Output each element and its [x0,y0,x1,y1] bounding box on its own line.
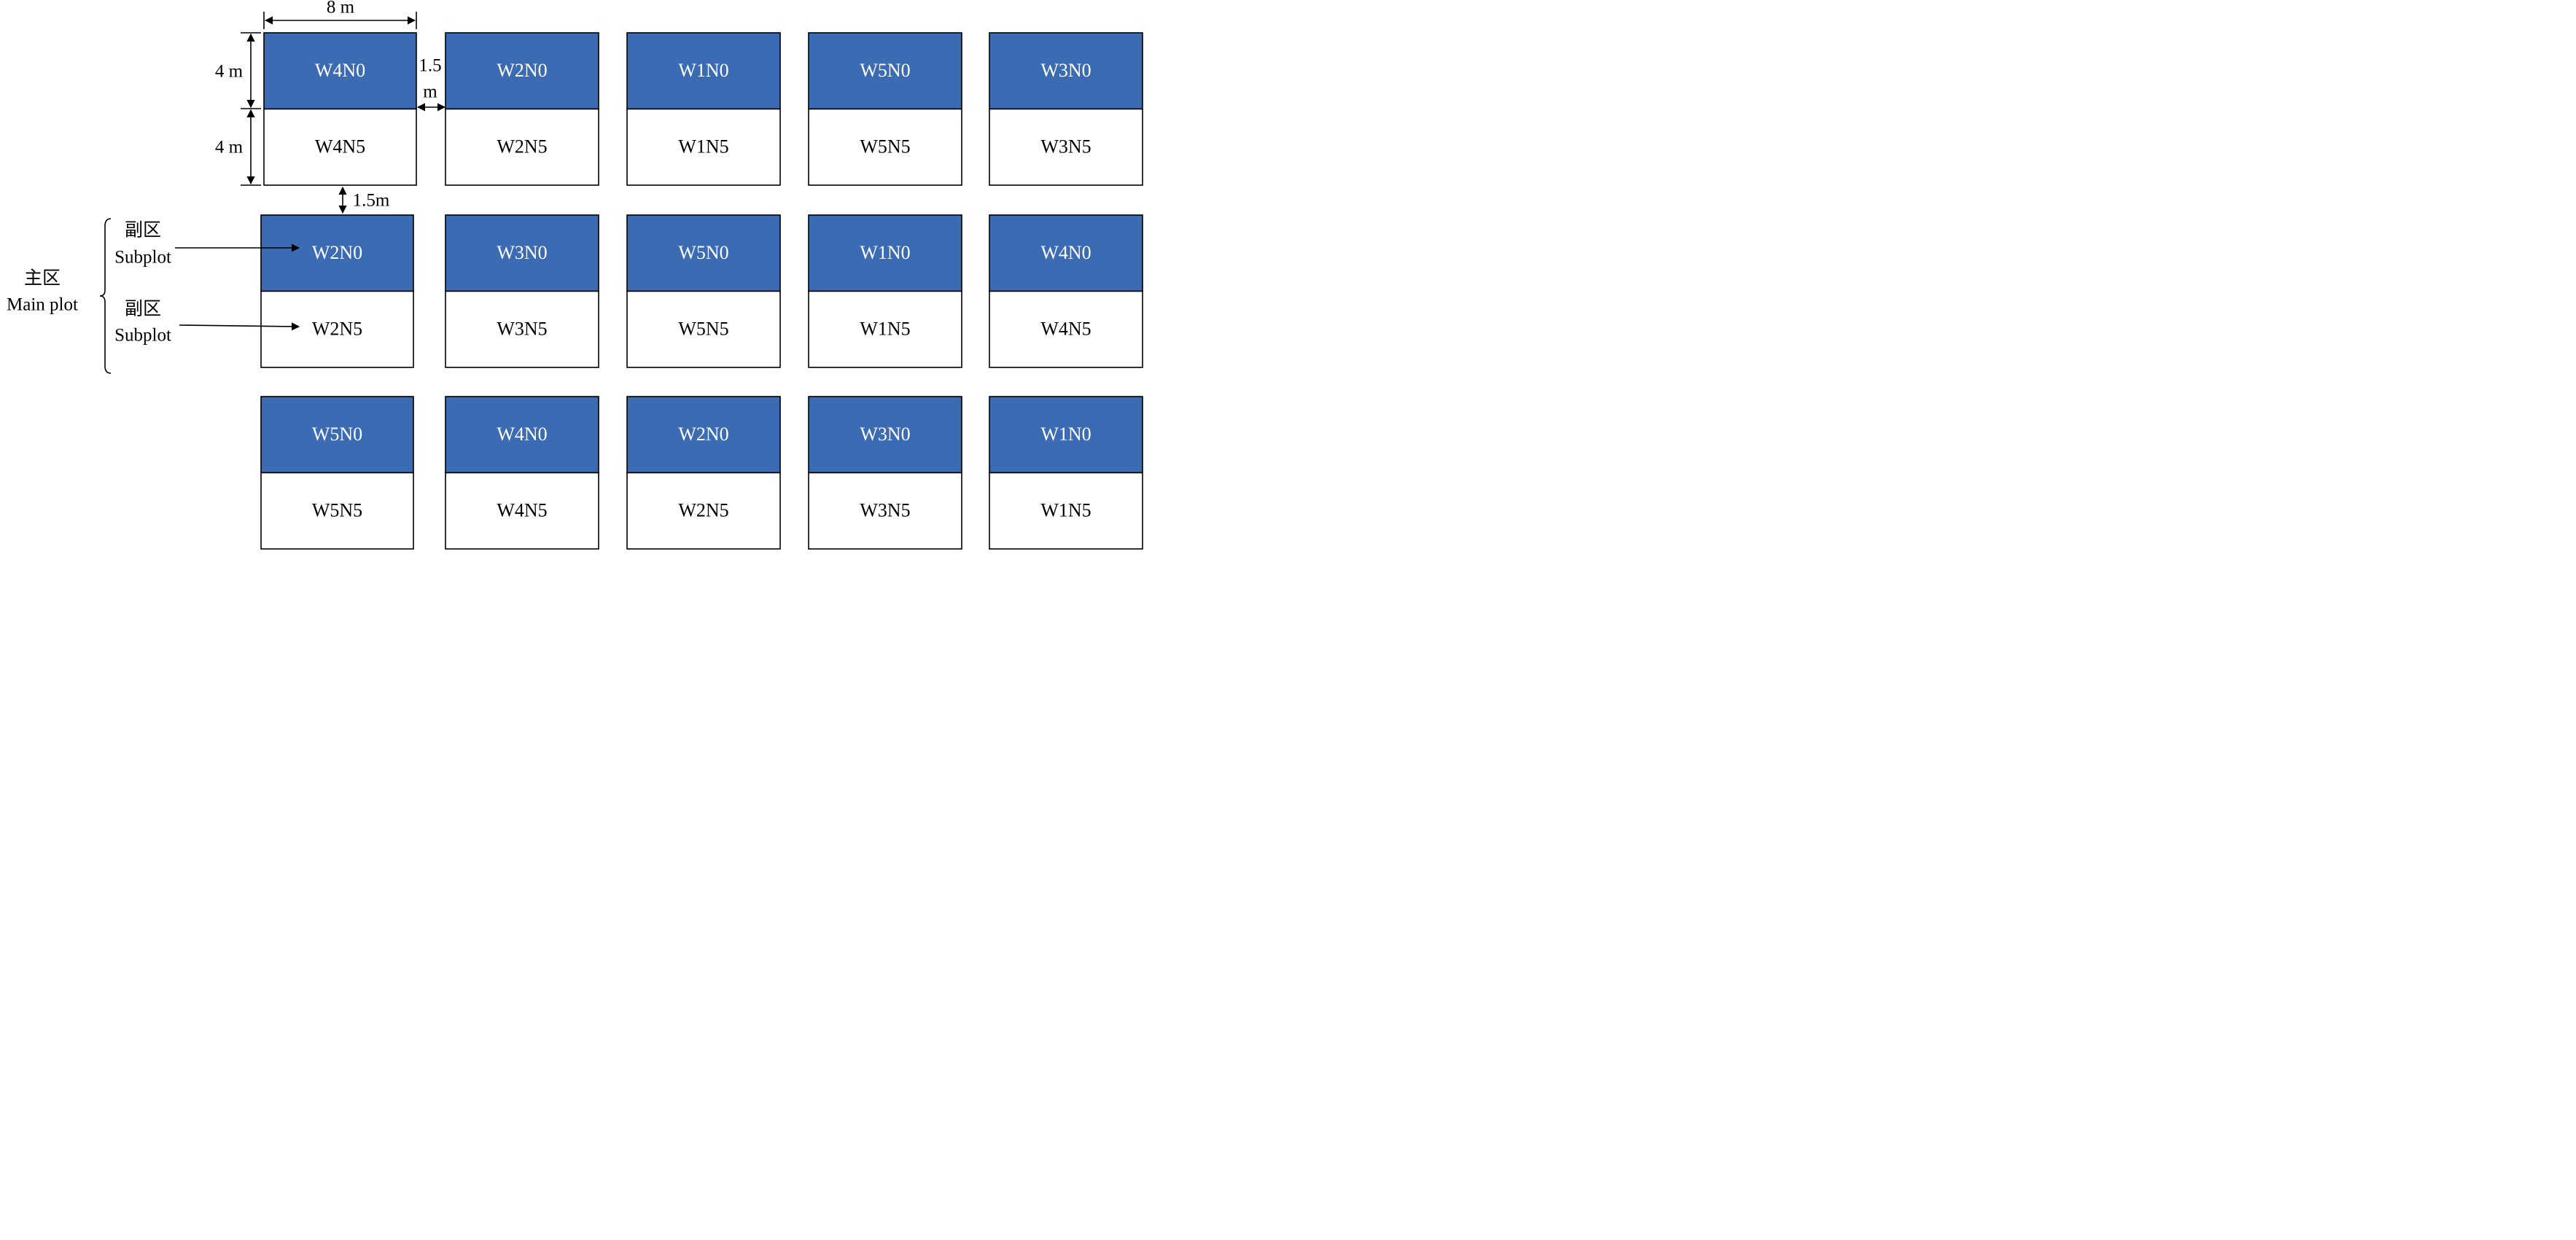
subplot-n5-label: W5N5 [860,136,910,157]
subplot-n0-label: W1N0 [860,242,910,263]
subplot-n5 [263,108,417,186]
subplot-n0 [808,396,962,474]
field-layout-diagram: W4N0W4N5W2N0W2N5W1N0W1N5W5N0W5N5W3N0W3N5… [7,0,1143,550]
subplot-n0 [445,396,599,474]
subplot-n0-label: W2N0 [497,60,547,81]
subplot-n0 [989,214,1143,292]
subplot-n5 [626,472,781,550]
subplot-n5-label: W4N5 [315,136,365,157]
subplot-n0 [626,214,781,292]
subplot-n5-label: W1N5 [860,319,910,340]
subplot-n0 [260,396,414,474]
subplot-n5 [260,290,414,368]
subplot-n5-label: W3N5 [1040,136,1091,157]
subplot-n5 [808,472,962,550]
subplot-n0-label: W2N0 [312,242,362,263]
subplot-top-label-cn: 副区 [125,221,161,241]
subplot-top-label-en: Subplot [114,248,171,268]
subplot-n5 [808,290,962,368]
subplot-n0-label: W4N0 [1040,242,1091,263]
subplot-n5 [445,108,599,186]
main-plot-label-en: Main plot [7,295,78,315]
horizontal-gap-dimension: 1.5 m [416,56,446,112]
subplot-n0 [989,396,1143,474]
subplot-n0 [445,32,599,110]
legend: 主区 Main plot 副区 Subplot 副区 Subplot [7,221,300,346]
subplot-n0-label: W1N0 [678,60,728,81]
subplot-n0-label: W3N0 [860,424,910,445]
subplot-n0-label: W1N0 [1040,424,1091,445]
subplot-n0-label: W5N0 [678,242,728,263]
height-label-bottom: 4 m [215,138,244,157]
main-plot-label-cn: 主区 [24,268,61,289]
subplot-n5 [445,290,599,368]
subplot-n5 [989,108,1143,186]
subplot-n5-label: W1N5 [678,136,728,157]
horizontal-gap-label-line2: m [423,82,437,102]
subplot-n0 [626,396,781,474]
height-label-top: 4 m [215,62,244,82]
subplot-n5 [260,472,414,550]
subplot-n5 [808,108,962,186]
subplot-bottom-label-en: Subplot [114,326,171,346]
subplot-n0 [263,32,417,110]
subplot-n0-label: W5N0 [860,60,910,81]
subplot-n5-label: W5N5 [312,500,362,521]
subplot-bottom-arrow [179,322,300,331]
subplot-bottom-label-cn: 副区 [125,300,161,319]
subplot-n0-label: W4N0 [315,60,365,81]
subplot-n5 [989,290,1143,368]
vertical-gap-dimension: 1.5m [338,186,390,214]
subplot-n0-label: W2N0 [678,424,728,445]
subplot-n5-label: W3N5 [497,319,547,340]
width-label: 8 m [327,0,355,17]
subplot-n5-label: W4N5 [497,500,547,521]
subplot-n0 [260,214,414,292]
subplot-n5-label: W4N5 [1040,319,1091,340]
subplot-n5-label: W3N5 [860,500,910,521]
width-dimension: 8 m [263,0,417,29]
subplot-n0 [626,32,781,110]
subplot-n0 [445,214,599,292]
subplot-n5-label: W2N5 [678,500,728,521]
subplot-n5 [989,472,1143,550]
plot-grid: W4N0W4N5W2N0W2N5W1N0W1N5W5N0W5N5W3N0W3N5… [260,32,1143,550]
horizontal-gap-label-line1: 1.5 [419,56,441,76]
main-plot-brace [99,218,112,374]
subplot-n5 [445,472,599,550]
height-dimension: 4 m 4 m [215,32,261,186]
subplot-n5-label: W1N5 [1040,500,1091,521]
subplot-n5 [626,290,781,368]
subplot-n5-label: W5N5 [678,319,728,340]
subplot-n0-label: W3N0 [1040,60,1091,81]
subplot-n5 [626,108,781,186]
subplot-n0-label: W4N0 [497,424,547,445]
subplot-n5-label: W2N5 [497,136,547,157]
vertical-gap-label: 1.5m [353,191,390,211]
subplot-n5-label: W2N5 [312,319,362,340]
subplot-n0-label: W3N0 [497,242,547,263]
subplot-n0 [808,214,962,292]
subplot-n0-label: W5N0 [312,424,362,445]
